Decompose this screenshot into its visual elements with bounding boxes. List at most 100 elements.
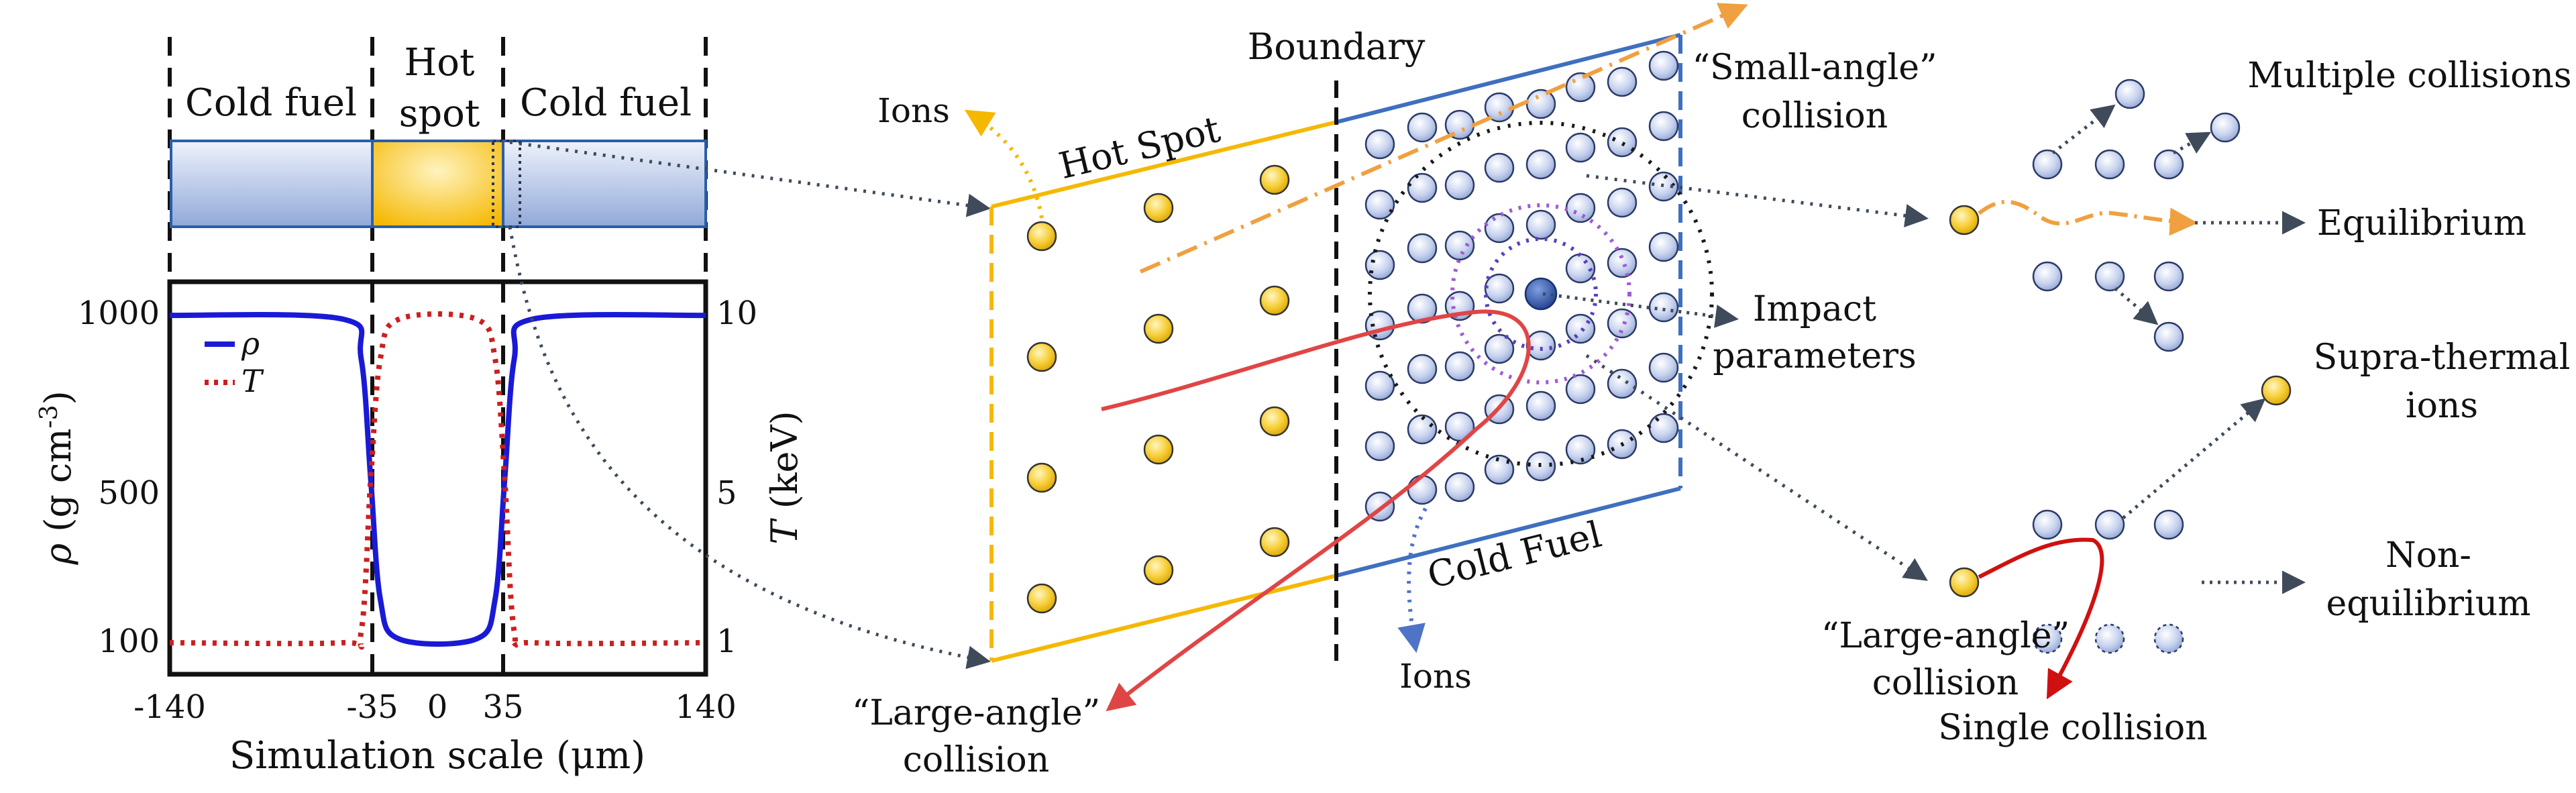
cold-fuel-particle xyxy=(1565,132,1596,163)
cold-particle xyxy=(2114,78,2145,109)
impact-parameters-arrow xyxy=(1542,292,1739,328)
label-multiple-collisions: Multiple collisions xyxy=(2247,56,2571,96)
bar-zoom-box xyxy=(492,140,521,228)
cold-fuel-particle xyxy=(1444,472,1475,503)
y-axis-right-title: T (keV) xyxy=(763,411,806,544)
single-collision-path xyxy=(1978,537,2104,700)
cold-fuel-particle xyxy=(1607,187,1638,218)
cold-particle xyxy=(2153,321,2184,352)
cold-fuel-particle xyxy=(1607,248,1638,278)
impact-circle-outer xyxy=(1368,121,1714,467)
cold-particle xyxy=(2153,261,2184,292)
hot-ion xyxy=(1026,583,1057,614)
cold-particle xyxy=(2094,149,2125,180)
cold-fuel-particle xyxy=(1364,250,1395,280)
cold-fuel-particle xyxy=(1407,172,1438,203)
label-large-angle-line2: collision xyxy=(903,740,1049,780)
cold-fuel-particle xyxy=(1407,233,1438,264)
cold-fuel-bottom-edge xyxy=(1336,486,1681,578)
cold-fuel-particle xyxy=(1364,189,1395,220)
cold-fuel-particle xyxy=(1484,333,1515,364)
hot-ion xyxy=(1026,221,1057,252)
tick-rho-100: 100 xyxy=(98,623,160,660)
label-large-angle-line1: “Large-angle” xyxy=(852,693,1100,733)
cold-fuel-particle xyxy=(1444,170,1475,201)
right-panel: Multiple collisions Equilibrium Supra-th… xyxy=(1821,56,2572,748)
cold-particle xyxy=(2032,149,2063,180)
tick-x-0: 0 xyxy=(427,688,448,726)
cold-fuel-particle xyxy=(1607,127,1638,158)
x-axis-title: Simulation scale (μm) xyxy=(229,734,645,778)
zoom-connector-bottom xyxy=(508,226,991,670)
incoming-ion-bottom xyxy=(1949,567,1980,598)
label-impact-line1: Impact xyxy=(1753,289,1876,329)
hot-ion xyxy=(1143,313,1174,344)
multiple-collision-particles xyxy=(2032,78,2241,352)
cold-particle xyxy=(2032,509,2063,540)
legend-rho-label: ρ xyxy=(241,325,260,362)
left-panel: Cold fuel Hot spot Cold fuel ρ T 1000 50… xyxy=(36,37,806,778)
series-rho-line xyxy=(169,311,706,647)
tick-x-minus35: -35 xyxy=(346,688,398,726)
cold-fuel-particle xyxy=(1648,111,1679,142)
region-label-hot-line2: spot xyxy=(399,92,480,136)
cold-fuel-top-edge xyxy=(1336,33,1681,124)
ghost-particle xyxy=(2032,623,2063,654)
cold-fuel-particle xyxy=(1607,66,1638,97)
bar-hot-spot xyxy=(371,140,504,228)
y-axis-left-title: ρ (g cm-3) xyxy=(36,390,79,565)
hot-ion xyxy=(1143,193,1174,223)
tick-x-35: 35 xyxy=(482,688,523,726)
connector-to-small-angle xyxy=(1586,174,1929,227)
ghost-particle xyxy=(2153,623,2184,654)
cold-fuel-particle xyxy=(1484,454,1515,485)
hot-ion xyxy=(1259,285,1290,316)
cold-fuel-particle xyxy=(1407,293,1438,324)
cold-fuel-particle xyxy=(1444,230,1475,261)
cold-fuel-particle xyxy=(1484,213,1515,244)
cold-fuel-particle xyxy=(1407,414,1438,445)
cold-fuel-particle xyxy=(1565,313,1596,344)
hot-ion xyxy=(1143,555,1174,586)
supra-thermal-arrow xyxy=(2122,398,2266,519)
label-non-line1: Non- xyxy=(2385,535,2471,576)
cold-fuel-particle xyxy=(1648,231,1679,262)
hot-ion xyxy=(1259,527,1290,558)
ions-bottom-arrow xyxy=(1397,507,1428,653)
ghost-particle xyxy=(2094,623,2125,654)
label-large-angle-right-line1: “Large-angle” xyxy=(1821,616,2070,656)
connector-to-large-angle xyxy=(1585,354,1928,581)
x-axis-ticks: -140 -35 0 35 140 xyxy=(133,688,737,726)
cold-particle xyxy=(2032,261,2063,292)
cold-fuel-particle xyxy=(1525,209,1556,240)
hot-ion xyxy=(1259,164,1290,195)
label-ions-bottom: Ions xyxy=(1399,657,1472,696)
cold-fuel-particles xyxy=(1364,50,1679,522)
incoming-ion-top xyxy=(1949,205,1980,235)
target-ion xyxy=(1524,277,1558,311)
cold-fuel-particle xyxy=(1484,152,1515,183)
cold-fuel-particle xyxy=(1565,72,1596,103)
hot-ion xyxy=(1026,341,1057,372)
impact-circle-inner xyxy=(1484,237,1598,351)
left-axis-ticks: 1000 500 100 xyxy=(78,295,160,660)
label-large-angle-right-line2: collision xyxy=(1872,663,2019,703)
tick-T-5: 5 xyxy=(716,474,737,512)
hot-spot-bottom-edge xyxy=(991,574,1337,663)
legend-T-label: T xyxy=(241,363,264,399)
cold-fuel-particle xyxy=(1484,273,1515,304)
single-collision-particles xyxy=(2032,375,2292,654)
label-small-angle-line1: “Small-angle” xyxy=(1692,48,1937,88)
small-angle-path xyxy=(1978,199,2198,236)
hot-ion xyxy=(1259,406,1290,437)
cold-fuel-particle xyxy=(1607,368,1638,399)
label-non-line2: equilibrium xyxy=(2326,584,2530,624)
bar-cold-left xyxy=(170,140,374,228)
cold-fuel-particle xyxy=(1648,171,1679,202)
cold-fuel-particle xyxy=(1648,50,1679,81)
tick-rho-500: 500 xyxy=(98,474,160,512)
label-supra-thermal-line2: ions xyxy=(2406,386,2478,426)
cold-fuel-particle xyxy=(1407,354,1438,384)
scatter-arrow xyxy=(2051,104,2116,154)
cold-fuel-particle xyxy=(1648,352,1679,383)
